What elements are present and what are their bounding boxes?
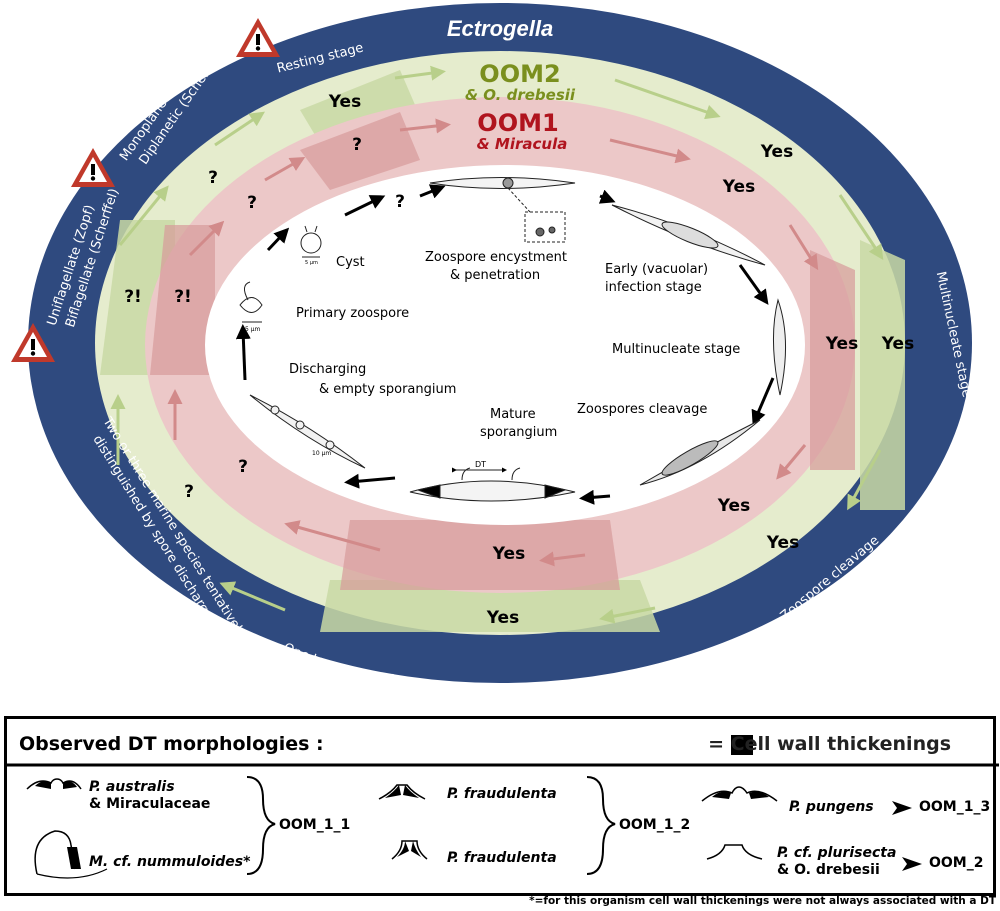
warning-icon [71,148,115,187]
stage-cyst-label: Cyst [336,255,365,270]
oom1-dark-seg-left [150,225,215,375]
group-oom2: OOM_2 [929,855,984,871]
answer-conflict: ?! [124,287,142,307]
sketch-discharging [249,394,366,469]
sketch-mature-sporangium [409,467,576,502]
oom1-dark-seg-right [810,250,855,470]
footnote: *=for this organism cell wall thickening… [529,895,996,907]
group-oom11: OOM_1_1 [279,817,351,833]
stage-discharging-label: Discharging & empty sporangium [289,362,456,397]
oom2-title: OOM2 [479,60,560,88]
legend-drawings [7,763,999,879]
legend-key-text: = Cell wall thickenings [708,733,951,755]
dt-morphology-legend: Observed DT morphologies : = Cell wall t… [4,716,999,896]
warning-icon [236,18,280,57]
answer-yes: Yes [722,177,755,197]
stage-mature-label: Mature sporangium [480,407,557,440]
stage-early-infection-label: Early (vacuolar) infection stage [605,262,712,295]
dt-plurisecta-icon [706,844,763,860]
answer-unknown: ? [238,457,248,477]
oom1-subtitle: & Miracula [477,135,568,153]
sketch-cyst [300,225,322,258]
dt-label: DT [475,460,486,469]
oom1-dark-seg-top [300,112,420,190]
group-oom12: OOM_1_2 [619,817,691,833]
answer-yes: Yes [766,533,799,553]
answer-conflict: ?! [174,287,192,307]
sketch-multinucleate [773,298,786,396]
oom2-dark-seg-right [860,240,905,510]
sketch-penetration [429,177,576,243]
dt-fraudulenta-icon-1 [378,784,426,800]
stage-primary-zoospore-label: Primary zoospore [296,306,409,321]
answer-unknown: ? [395,192,405,212]
life-cycle-diagram: Ectrogella Thallus endobiotic, unbranche… [11,3,972,683]
legend-title: Observed DT morphologies : [19,733,324,755]
species-pungens: P. pungens [789,799,874,815]
brace-2 [586,776,616,875]
sketch-primary-zoospore [239,281,263,323]
warning-icon [11,323,55,362]
arrow-oom13 [892,801,912,815]
cycle-arrows [235,184,775,505]
oom2-arrows [110,65,884,624]
cell-wall-thickening-swatch [731,735,753,755]
answer-unknown: ? [208,168,218,188]
dt-nummuloides-icon [34,830,108,879]
answer-yes: Yes [881,334,914,354]
diagram-title: Ectrogella [447,16,553,41]
oom2-subtitle: & O. drebesii [465,86,576,104]
answer-yes: Yes [486,608,519,628]
answer-yes: Yes [717,496,750,516]
species-fraudulenta-2: P. fraudulenta [447,850,557,866]
stage-labels: Cyst Zoospore encystment & penetration E… [289,250,740,440]
answer-unknown: ? [352,135,362,155]
stage-penetration-label: Zoospore encystment & penetration [425,250,571,283]
scale-5um-cyst: 5 µm [305,260,318,266]
oom1-arrows [167,118,819,567]
dt-fraudulenta-icon-2 [391,840,428,860]
sketch-cleavage [639,419,761,486]
answer-yes: Yes [492,544,525,564]
dt-pungens-icon [701,786,778,802]
species-fraudulenta-1: P. fraudulenta [447,786,557,802]
answer-markers: Yes ? Yes Yes Yes Yes Yes Yes Yes Yes ? … [124,92,914,628]
answer-unknown: ? [247,193,257,213]
stage-cleavage-label: Zoospores cleavage [577,402,707,417]
brace-1 [246,776,276,875]
arrow-oom2 [902,857,922,871]
scale-10um: 10 µm [312,450,331,457]
species-plurisecta: P. cf. plurisecta [777,845,897,861]
answer-yes: Yes [825,334,858,354]
species-miraculaceae: & Miraculaceae [89,796,211,812]
scale-5um-zoospore: 5 µm [245,326,261,333]
answer-unknown: ? [184,482,194,502]
answer-yes: Yes [328,92,361,112]
oom2-dark-seg-bottom [320,580,660,632]
species-australis: P. australis [89,779,175,795]
dt-australis-icon [26,778,82,790]
inner-area [205,165,805,525]
species-drebesii: & O. drebesii [777,862,880,878]
oom1-title: OOM1 [477,109,558,137]
group-oom13: OOM_1_3 [919,799,991,815]
oom1-dark-seg-bottom [340,520,620,590]
species-nummuloides: M. cf. nummuloides* [89,854,251,870]
sketch-early-infection [611,204,766,266]
answer-yes: Yes [760,142,793,162]
stage-multinucleate-label: Multinucleate stage [612,342,740,357]
